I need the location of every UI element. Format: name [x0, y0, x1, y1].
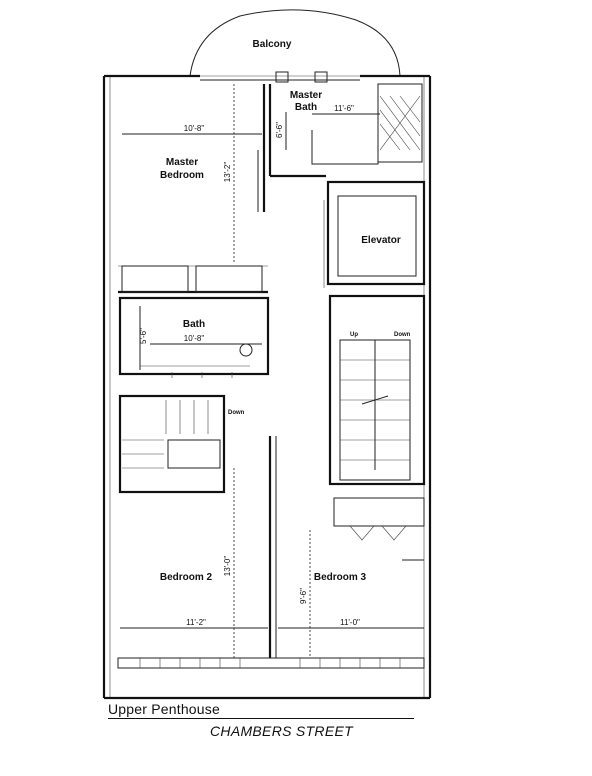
closet-right	[195, 265, 263, 293]
master-bedroom-width-label: 10'-8"	[184, 124, 205, 133]
stair-up-label: Up	[350, 332, 358, 338]
bath-room	[118, 296, 270, 376]
bedroom-3-width-label: 11'-0"	[340, 618, 360, 627]
balcony-door	[275, 71, 289, 83]
bedroom-3-depth-label: 9'-6"	[299, 588, 308, 604]
elevator-shaft	[326, 180, 426, 286]
stair-down-label: Down	[394, 332, 411, 338]
left-stair-landing	[167, 439, 221, 469]
central-stair	[328, 294, 426, 486]
master-bath-label-2: Bath	[295, 102, 317, 113]
closet-left	[121, 265, 189, 293]
front-windows	[117, 657, 425, 669]
elevator-car	[337, 195, 417, 277]
skylight-hatch-pattern	[379, 95, 421, 151]
bedroom-2-depth-label: 13'-0"	[223, 556, 232, 577]
master-bath-width-label: 11'-6"	[334, 104, 354, 113]
street-name: CHAMBERS STREET	[210, 723, 353, 739]
master-bedroom-depth-label: 13'-2"	[223, 162, 232, 183]
bath-fixtures	[140, 365, 250, 378]
balcony-window	[314, 71, 328, 83]
central-stair-break	[361, 395, 389, 405]
balcony-label: Balcony	[253, 39, 292, 50]
bedroom-3-label: Bedroom 3	[314, 572, 367, 583]
bedroom-3-closet	[333, 497, 425, 527]
master-bath-label-1: Master	[290, 90, 322, 101]
bedroom-3-closet-doors	[349, 525, 407, 541]
floor-title: Upper Penthouse	[108, 701, 414, 719]
balcony-outline	[189, 9, 401, 77]
bath-width-label: 10'-8"	[184, 334, 205, 343]
bedroom-2-width-label: 11'-2"	[186, 618, 206, 627]
master-bedroom-label-1: Master	[166, 157, 198, 168]
bedroom-2-label: Bedroom 2	[160, 572, 213, 583]
master-bath-fixtures	[311, 130, 379, 165]
elevator-label: Elevator	[361, 235, 401, 246]
master-bath-depth-label: 6'-6"	[275, 122, 284, 138]
bath-depth-label: 5'-6"	[139, 328, 148, 344]
bath-label: Bath	[183, 319, 205, 330]
skylight-hatch	[377, 83, 423, 163]
left-stair-treads-a	[165, 400, 209, 434]
toilet	[239, 343, 253, 357]
left-stair	[118, 394, 226, 494]
master-bedroom-label-2: Bedroom	[160, 170, 204, 181]
front-window-mullions	[139, 658, 401, 668]
left-stair-treads-b	[122, 439, 164, 469]
stair-down-left-label: Down	[228, 410, 245, 416]
